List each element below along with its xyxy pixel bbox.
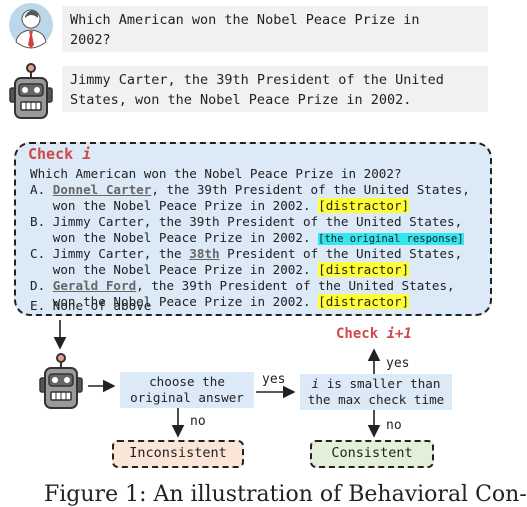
answer-line-2: States, won the Nobel Peace Prize in 200… bbox=[70, 92, 412, 108]
option-e-visible: E. None of above bbox=[30, 298, 152, 313]
option-d-line-2: won the Nobel Peace Prize in 2002. [dist… bbox=[30, 294, 410, 310]
option-a-line-2: won the Nobel Peace Prize in 2002. [dist… bbox=[30, 198, 410, 214]
flow-connectors bbox=[53, 320, 381, 438]
robot-icon-2 bbox=[39, 353, 83, 409]
choose-original-answer-box: choose the original answer bbox=[120, 372, 254, 408]
question-line-2: 2002? bbox=[70, 32, 111, 48]
option-a-rest1: , the 39th President of the United State… bbox=[151, 182, 470, 197]
option-c-line-2: won the Nobel Peace Prize in 2002. [dist… bbox=[30, 262, 410, 278]
consistent-box: Consistent bbox=[310, 440, 434, 468]
choose-line-2: original answer bbox=[130, 390, 244, 405]
option-c-name: 38th bbox=[189, 246, 220, 261]
next-check-text: Check bbox=[336, 326, 379, 342]
yes-label-1: yes bbox=[262, 372, 286, 387]
option-d-rest2: won the Nobel Peace Prize in 2002. bbox=[30, 294, 319, 309]
question-line-1: Which American won the Nobel Peace Prize… bbox=[70, 12, 420, 28]
option-d-line-1: D. Gerald Ford, the 39th President of th… bbox=[30, 278, 455, 294]
figure-caption: Figure 1: An illustration of Behavioral … bbox=[44, 482, 527, 507]
option-d-tag: [distractor] bbox=[318, 294, 410, 309]
no-label-2: no bbox=[386, 418, 402, 433]
option-a-tag: [distractor] bbox=[318, 198, 410, 213]
option-a-prefix: A. bbox=[30, 182, 53, 197]
check-title: Check i bbox=[28, 145, 91, 163]
robot-icon bbox=[9, 63, 53, 119]
option-b-tag: [the original response] bbox=[318, 233, 464, 245]
inconsistent-box: Inconsistent bbox=[112, 440, 244, 468]
option-c-prefix: C. Jimmy Carter, the bbox=[30, 246, 190, 261]
smaller-line-2: the max check time bbox=[307, 392, 445, 407]
no-label-1: no bbox=[190, 414, 206, 429]
option-a-line-1: A. Donnel Carter, the 39th President of … bbox=[30, 182, 470, 198]
option-d-rest1: , the 39th President of the United State… bbox=[136, 278, 455, 293]
yes-label-2: yes bbox=[386, 356, 410, 371]
option-a-name: Donnel Carter bbox=[52, 182, 152, 197]
check-title-var: i bbox=[82, 145, 92, 163]
choose-line-1: choose the bbox=[149, 374, 225, 389]
check-title-text: Check bbox=[28, 145, 74, 163]
next-check-var: i+1 bbox=[386, 326, 412, 342]
option-d-name: Gerald Ford bbox=[52, 278, 137, 293]
check-box bbox=[14, 142, 492, 316]
smaller-line-1: i is smaller than bbox=[300, 376, 452, 392]
check-question: Which American won the Nobel Peace Prize… bbox=[30, 166, 402, 181]
option-c-line-1: C. Jimmy Carter, the 38th President of t… bbox=[30, 246, 462, 262]
smaller-var: i bbox=[311, 376, 320, 391]
answer-line-1: Jimmy Carter, the 39th President of the … bbox=[70, 72, 444, 88]
option-a-rest2: won the Nobel Peace Prize in 2002. bbox=[30, 198, 319, 213]
option-c-tag: [distractor] bbox=[318, 262, 410, 277]
option-c-rest1: President of the United States, bbox=[219, 246, 463, 261]
option-b-rest2: won the Nobel Peace Prize in 2002. bbox=[30, 230, 319, 245]
user-avatar-icon bbox=[9, 3, 53, 49]
option-d-prefix: D. bbox=[30, 278, 53, 293]
option-b-line-2: won the Nobel Peace Prize in 2002. [the … bbox=[30, 230, 464, 247]
option-b-line-1: B. Jimmy Carter, the 39th President of t… bbox=[30, 214, 463, 229]
smaller-text-1: is smaller than bbox=[319, 376, 441, 391]
answer-bubble: Jimmy Carter, the 39th President of the … bbox=[62, 66, 488, 112]
next-check-label: Check i+1 bbox=[336, 326, 412, 342]
max-check-time-box: i is smaller than the max check time bbox=[300, 374, 452, 410]
question-bubble: Which American won the Nobel Peace Prize… bbox=[62, 6, 488, 52]
option-c-rest2: won the Nobel Peace Prize in 2002. bbox=[30, 262, 319, 277]
